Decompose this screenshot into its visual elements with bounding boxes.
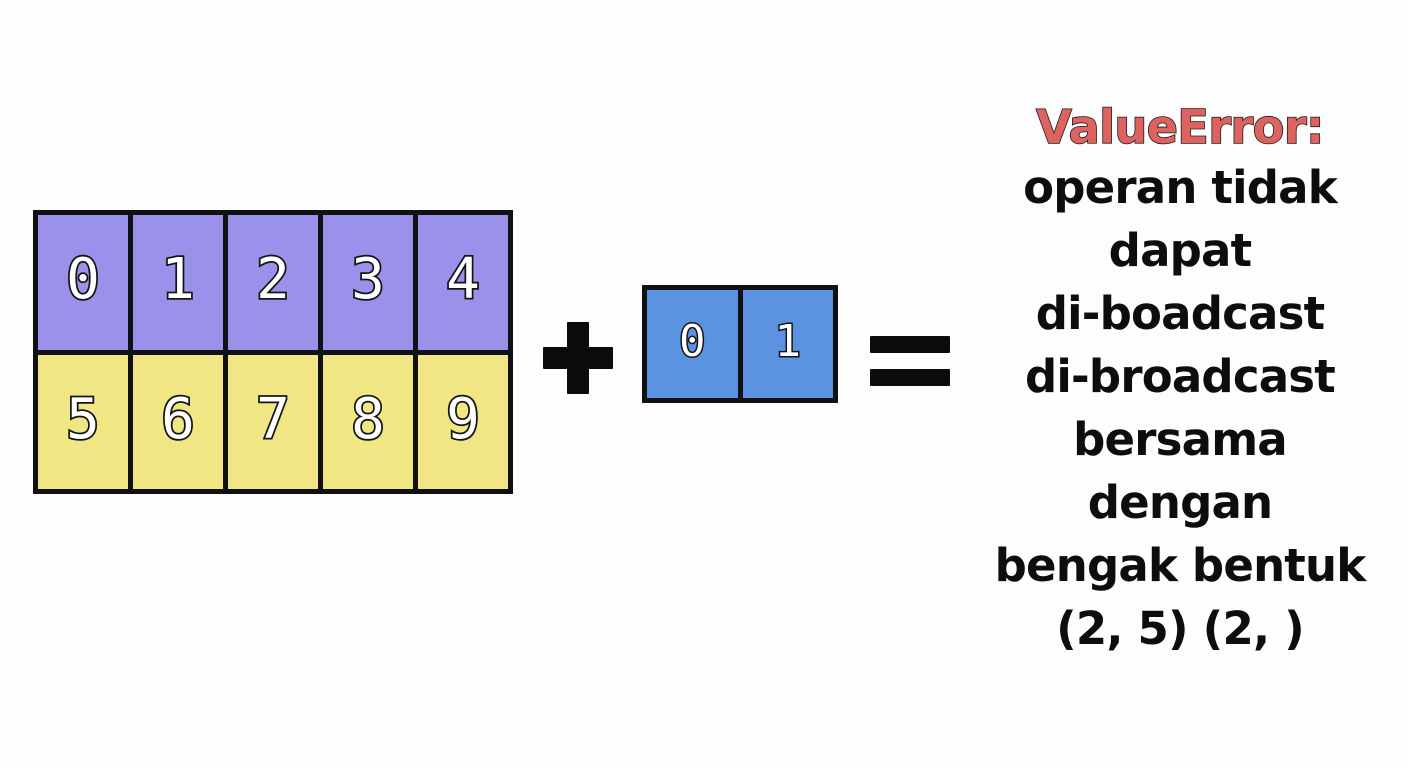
matrix-a-cell: 9	[418, 354, 508, 489]
matrix-a-cell: 8	[323, 354, 413, 489]
cell-value: 0	[64, 247, 101, 313]
cell-value: 8	[349, 386, 386, 452]
cell-value: 7	[254, 386, 291, 452]
matrix-a-cell: 7	[228, 354, 318, 489]
error-line: operan tidak	[1023, 161, 1338, 214]
matrix-a-cell: 1	[133, 215, 223, 350]
matrix-a-cell: 3	[323, 215, 413, 350]
matrix-a-cell: 2	[228, 215, 318, 350]
cell-value: 4	[444, 247, 481, 313]
cell-value: 0	[678, 316, 707, 367]
matrix-a-cell: 5	[38, 354, 128, 489]
error-line: dapat	[1108, 224, 1252, 277]
matrix-a-cell: 4	[418, 215, 508, 350]
matrix-b-cell: 1	[742, 290, 833, 398]
error-line: (2, 5) (2, )	[1056, 602, 1305, 655]
error-message-block: ValueError: operan tidak dapat di-boadca…	[955, 98, 1405, 660]
equals-bar-top	[870, 336, 950, 353]
error-line: bersama	[1073, 413, 1288, 466]
cell-value: 9	[444, 386, 481, 452]
cell-value: 1	[159, 247, 196, 313]
error-line: di-boadcast	[1035, 287, 1325, 340]
equals-operator-icon	[870, 336, 950, 386]
cell-value: 3	[349, 247, 386, 313]
cell-value: 5	[64, 386, 101, 452]
matrix-a-cell: 0	[38, 215, 128, 350]
error-line: bengak bentuk	[994, 539, 1367, 592]
error-line: dengan	[1087, 476, 1273, 529]
matrix-a-cell: 6	[133, 354, 223, 489]
cell-value: 6	[159, 386, 196, 452]
error-line: di-broadcast	[1025, 350, 1336, 403]
matrix-b-cell: 0	[647, 290, 738, 398]
equals-bar-bottom	[870, 369, 950, 386]
matrix-a-grid: 0 1 2 3 4 5 6 7 8 9	[33, 210, 513, 494]
matrix-b-grid: 0 1	[642, 285, 838, 403]
cell-value: 2	[254, 247, 291, 313]
error-title: ValueError:	[1035, 99, 1325, 155]
plus-operator-icon	[543, 322, 613, 394]
cell-value: 1	[773, 316, 802, 367]
